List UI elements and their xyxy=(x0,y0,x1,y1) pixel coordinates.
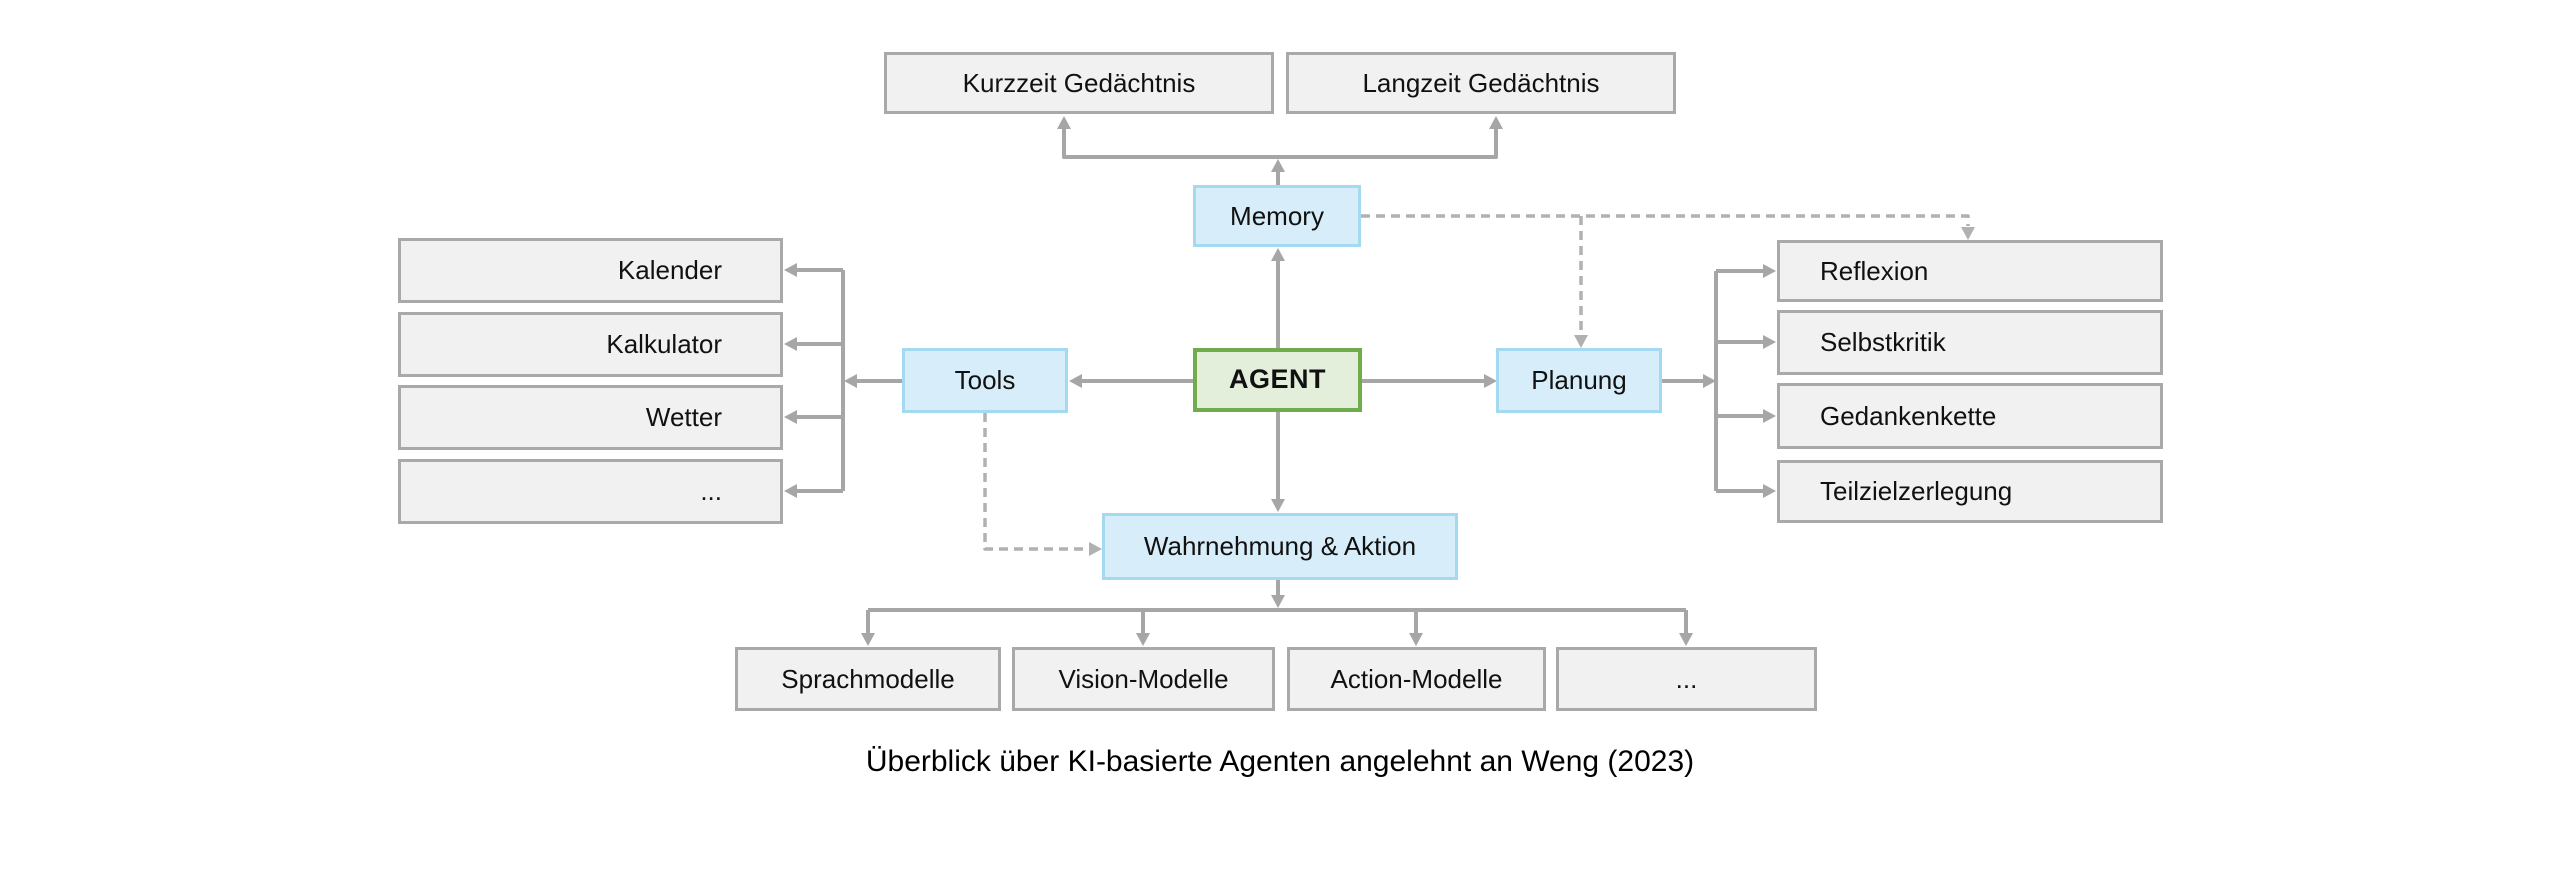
node-wahrnehmung: Wahrnehmung & Aktion xyxy=(1102,513,1458,580)
node-memory: Memory xyxy=(1193,185,1361,247)
node-sprachmodelle: Sprachmodelle xyxy=(735,647,1001,711)
node-teilzielzerlegung: Teilzielzerlegung xyxy=(1777,460,2163,523)
node-action-modelle: Action-Modelle xyxy=(1287,647,1546,711)
node-agent: AGENT xyxy=(1193,348,1362,412)
node-gedankenkette: Gedankenkette xyxy=(1777,383,2163,449)
node-langzeit: Langzeit Gedächtnis xyxy=(1286,52,1676,114)
node-reflexion: Reflexion xyxy=(1777,240,2163,302)
node-wetter: Wetter xyxy=(398,385,783,450)
node-tools-more: ... xyxy=(398,459,783,524)
node-kurzzeit: Kurzzeit Gedächtnis xyxy=(884,52,1274,114)
node-kalender: Kalender xyxy=(398,238,783,303)
node-planung: Planung xyxy=(1496,348,1662,413)
node-kalkulator: Kalkulator xyxy=(398,312,783,377)
node-selbstkritik: Selbstkritik xyxy=(1777,310,2163,375)
diagram-caption: Überblick über KI-basierte Agenten angel… xyxy=(865,745,1695,778)
node-vision-modelle: Vision-Modelle xyxy=(1012,647,1275,711)
node-tools: Tools xyxy=(902,348,1068,413)
node-modelle-more: ... xyxy=(1556,647,1817,711)
